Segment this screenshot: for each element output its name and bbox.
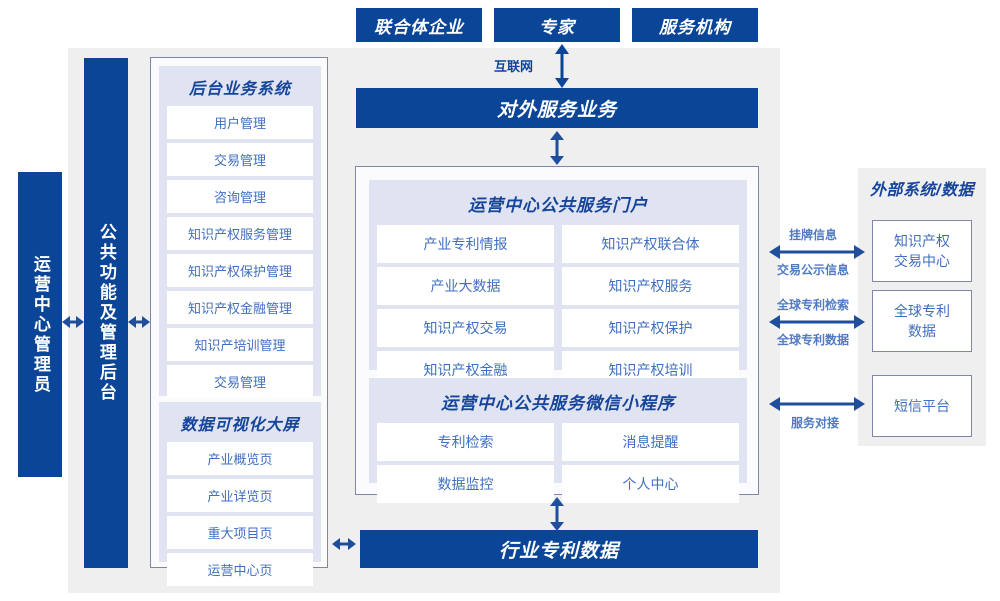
external-box-ip-trading-center[interactable]: 知识产权交易中心	[872, 220, 972, 282]
actor-label: 专家	[539, 17, 575, 37]
datavis-item[interactable]: 产业概览页	[167, 442, 313, 475]
miniprogram-grid: 专利检索 消息提醒 数据监控 个人中心	[377, 423, 739, 503]
external-systems-title: 外部系统/数据	[870, 182, 974, 199]
external-service-label: 对外服务业务	[496, 99, 617, 121]
backend-item[interactable]: 知识产培训管理	[167, 328, 313, 361]
external-box-sms-platform[interactable]: 短信平台	[872, 375, 972, 437]
pillar-common-label: 公共功能及管理后台	[96, 223, 116, 403]
internet-connector-arrow	[551, 44, 573, 88]
admin-common-connector-arrow	[62, 313, 84, 331]
backend-system-group: 后台业务系统 用户管理 交易管理 咨询管理 知识产权服务管理 知识产权保护管理 …	[159, 66, 321, 435]
external-connector-arrow-3	[769, 395, 865, 413]
portal-item[interactable]: 产业专利情报	[377, 225, 554, 263]
pillar-admin-label: 运营中心管理员	[30, 254, 50, 395]
portal-item[interactable]: 知识产权保护	[562, 309, 739, 347]
datavis-item[interactable]: 运营中心页	[167, 553, 313, 586]
datavis-item[interactable]: 产业详览页	[167, 479, 313, 512]
external-arrow-label-above-2: 全球专利检索	[777, 298, 850, 312]
external-connector-arrow-2	[769, 313, 865, 331]
portal-title: 运营中心公共服务门户	[468, 196, 648, 215]
miniprogram-item[interactable]: 个人中心	[562, 465, 739, 503]
portal-item[interactable]: 知识产权联合体	[562, 225, 739, 263]
external-arrow-label-below-3: 服务对接	[791, 416, 840, 430]
backend-item[interactable]: 交易管理	[167, 365, 313, 398]
miniprogram-title: 运营中心公共服务微信小程序	[441, 394, 675, 413]
external-box-label: 全球专利数据	[894, 302, 950, 339]
actor-label: 联合体企业	[374, 17, 464, 37]
actor-box-service-org[interactable]: 服务机构	[632, 8, 758, 42]
actor-label: 服务机构	[659, 17, 731, 37]
backend-item[interactable]: 用户管理	[167, 106, 313, 139]
backend-item[interactable]: 咨询管理	[167, 180, 313, 213]
external-service-bar[interactable]: 对外服务业务	[356, 88, 758, 128]
portal-item[interactable]: 产业大数据	[377, 267, 554, 305]
datavis-item[interactable]: 重大项目页	[167, 516, 313, 549]
actor-box-expert[interactable]: 专家	[494, 8, 620, 42]
portal-grid: 产业专利情报 知识产权联合体 产业大数据 知识产权服务 知识产权交易 知识产权保…	[377, 225, 739, 389]
internet-label: 互联网	[494, 59, 534, 74]
common-backend-connector-arrow	[128, 313, 150, 331]
backend-item[interactable]: 知识产权保护管理	[167, 254, 313, 287]
data-visualization-title: 数据可视化大屏	[180, 417, 300, 434]
backend-system-title: 后台业务系统	[188, 81, 291, 98]
portal-industrydata-connector-arrow	[546, 497, 568, 531]
backend-item[interactable]: 知识产权金融管理	[167, 291, 313, 324]
external-arrow-label-below-1: 交易公示信息	[777, 263, 850, 277]
backend-industrydata-connector-arrow	[332, 535, 356, 553]
external-box-label: 短信平台	[894, 397, 950, 414]
actor-box-consortium[interactable]: 联合体企业	[356, 8, 482, 42]
service-portal-connector-arrow	[546, 131, 568, 165]
backend-item[interactable]: 交易管理	[167, 143, 313, 176]
industry-patent-data-bar[interactable]: 行业专利数据	[360, 530, 758, 568]
external-box-global-patent-data[interactable]: 全球专利数据	[872, 290, 972, 352]
external-arrow-label-above-1: 挂牌信息	[789, 228, 838, 242]
miniprogram-item[interactable]: 专利检索	[377, 423, 554, 461]
industry-patent-data-label: 行业专利数据	[498, 540, 619, 562]
external-box-label: 知识产权交易中心	[894, 232, 950, 269]
miniprogram-item[interactable]: 消息提醒	[562, 423, 739, 461]
data-visualization-group: 数据可视化大屏 产业概览页 产业详览页 重大项目页 运营中心页	[159, 402, 321, 586]
miniprogram-group: 运营中心公共服务微信小程序 专利检索 消息提醒 数据监控 个人中心	[369, 378, 747, 503]
pillar-operation-admin[interactable]: 运营中心管理员	[18, 172, 62, 477]
portal-item[interactable]: 知识产权交易	[377, 309, 554, 347]
backend-item[interactable]: 知识产权服务管理	[167, 217, 313, 250]
miniprogram-item[interactable]: 数据监控	[377, 465, 554, 503]
portal-item[interactable]: 知识产权服务	[562, 267, 739, 305]
portal-group: 运营中心公共服务门户 产业专利情报 知识产权联合体 产业大数据 知识产权服务 知…	[369, 180, 747, 389]
portal-panel: 运营中心公共服务门户 产业专利情报 知识产权联合体 产业大数据 知识产权服务 知…	[355, 166, 759, 503]
external-arrow-label-below-2: 全球专利数据	[777, 333, 850, 347]
external-connector-arrow-1	[769, 243, 865, 261]
pillar-common-functions[interactable]: 公共功能及管理后台	[84, 58, 128, 568]
backend-panel: 后台业务系统 用户管理 交易管理 咨询管理 知识产权服务管理 知识产权保护管理 …	[150, 57, 328, 586]
